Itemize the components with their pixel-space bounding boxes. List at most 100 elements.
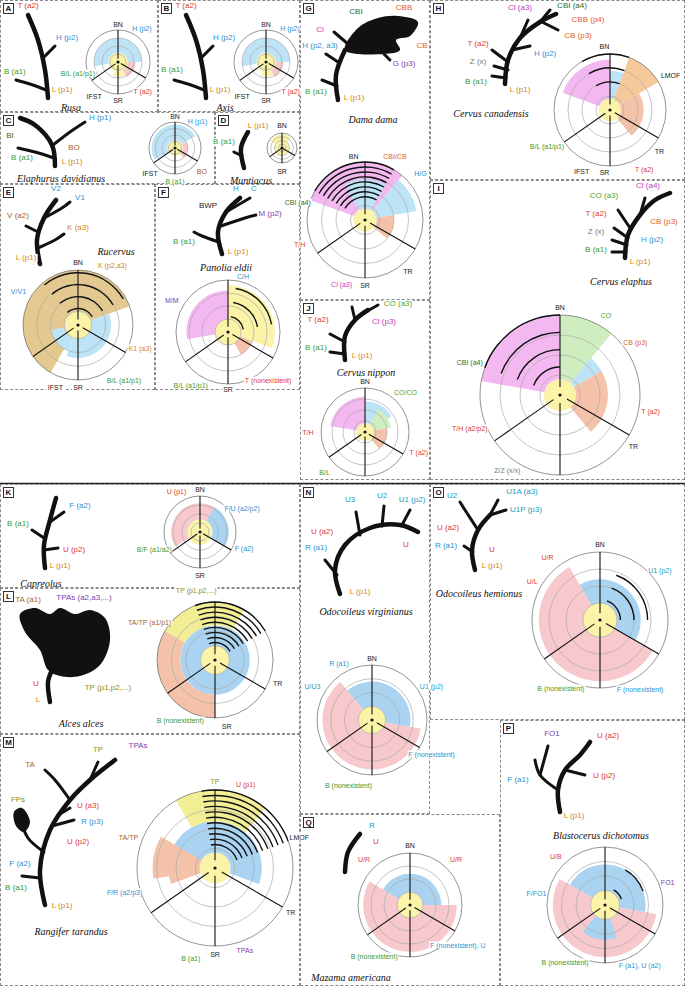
- zone-label: SR: [260, 97, 272, 104]
- tine-label: CBI (a4): [556, 2, 588, 10]
- tine-arc: [200, 617, 253, 639]
- panel-letter: J: [303, 303, 314, 314]
- panel-letter: O: [433, 487, 444, 498]
- panel-letter: B: [161, 3, 172, 14]
- antler-stroke: [614, 228, 628, 238]
- zone-wedge: [168, 845, 201, 884]
- panel-letter: I: [433, 183, 444, 194]
- tine-label: H (p2): [640, 236, 664, 244]
- tine-label: L (p1): [509, 86, 532, 94]
- zone-label: IFST: [142, 169, 159, 176]
- zone-circle: [86, 30, 150, 94]
- zone-label: C/H: [236, 272, 250, 279]
- centre-dot: [116, 60, 119, 63]
- zone-circle: [480, 314, 640, 475]
- zone-label: BN: [112, 20, 124, 27]
- antler-stroke: [40, 760, 115, 905]
- tine-label: B (a1): [160, 66, 184, 74]
- zone-label: K1 (a3): [128, 344, 153, 351]
- species-name: Panolia eldii: [200, 262, 252, 273]
- panel-letter: N: [303, 487, 314, 498]
- axis-line: [415, 908, 456, 931]
- antler-stroke: [384, 54, 390, 60]
- centre-dot: [213, 866, 216, 869]
- axis-line: [494, 400, 553, 441]
- tine-label: B (a1): [10, 154, 34, 162]
- zone-label: B (nonexistent): [541, 959, 590, 966]
- zone-label: B/L (a1/p1): [106, 376, 142, 383]
- antler-stroke: [335, 524, 418, 594]
- zone-wedge: [153, 837, 175, 879]
- zone-label: CB (p3): [622, 339, 648, 346]
- tine-label: H (p2): [55, 34, 79, 42]
- panel-letter: H: [433, 3, 444, 14]
- tine-label: BWP: [198, 202, 218, 210]
- zone-label: F (nonexistent): [616, 686, 665, 693]
- antler-stroke: [558, 742, 590, 812]
- axis-line: [609, 116, 610, 166]
- tine-label: B (a1): [304, 344, 328, 352]
- ring: [137, 790, 293, 946]
- antler-stroke: [540, 10, 550, 22]
- zone-wedge: [481, 315, 574, 392]
- zone-label: TR: [654, 148, 665, 155]
- tine-label: L (p1): [629, 258, 652, 266]
- zone-label: BN: [599, 42, 611, 49]
- axis-line: [364, 388, 365, 428]
- zone-label: TR: [402, 268, 413, 275]
- zone-label: T (a2): [408, 448, 429, 455]
- tine-label: R (a1): [434, 542, 458, 550]
- zone-wedge: [383, 874, 441, 905]
- tine-label: H (p1): [88, 114, 112, 122]
- zone-label: B (nonexistent): [156, 717, 205, 724]
- zone-label: BN: [594, 540, 606, 547]
- antler-stroke: [322, 80, 337, 86]
- axis-line: [371, 665, 372, 715]
- axis-line: [214, 666, 215, 718]
- axis-line: [77, 331, 78, 381]
- zone-label: B (nonexistent): [324, 781, 373, 788]
- tine-label: TA: [24, 761, 36, 769]
- tine-arc: [589, 67, 625, 74]
- antler-stroke: [345, 834, 360, 872]
- zone-label: CO: [600, 312, 613, 319]
- tine-label: L (p1): [51, 86, 74, 94]
- tine-label: L (p1): [15, 254, 38, 262]
- tine-label: TPAs (a2,a3,...): [55, 594, 112, 602]
- axis-line: [199, 496, 200, 528]
- axis-line: [77, 270, 78, 320]
- zone-label: BN: [366, 655, 378, 662]
- tine-label: U: [488, 546, 496, 554]
- axis-line: [317, 223, 360, 253]
- axis-line: [203, 534, 231, 550]
- tine-label: FO1: [543, 730, 561, 738]
- axis-line: [564, 113, 605, 142]
- tine-arc: [209, 642, 231, 652]
- antler-stroke: [382, 506, 384, 526]
- zone-circle: [307, 161, 423, 278]
- zone-label: B/L (a1/p1): [529, 143, 565, 150]
- panel-letter: E: [3, 187, 14, 198]
- tine-label: R (a1): [304, 544, 328, 552]
- antler-stroke: [618, 210, 630, 228]
- tine-arc: [318, 166, 391, 194]
- zone-label: SR: [194, 572, 206, 579]
- tine-label: H (p2, a3): [301, 42, 339, 50]
- antler-silhouettes: [13, 10, 670, 905]
- species-name: Cervus elaphus: [590, 276, 652, 287]
- antler-stroke: [44, 202, 70, 218]
- centre-dot: [173, 146, 176, 149]
- zone-circle: [547, 847, 663, 963]
- axis-line: [364, 162, 365, 214]
- antler-stroke: [325, 560, 337, 575]
- axis-line: [283, 149, 295, 156]
- zone-label: TA/TP (a1/p1): [127, 619, 172, 626]
- tine-arc: [207, 637, 235, 649]
- antler-stroke: [326, 54, 338, 62]
- axis-line: [371, 726, 372, 776]
- species-name: Mazama americana: [311, 972, 391, 983]
- tine-label: L (p1): [563, 812, 586, 820]
- centre-dot: [213, 658, 216, 661]
- tine-label: U2: [446, 492, 458, 500]
- tine-arc: [198, 611, 257, 636]
